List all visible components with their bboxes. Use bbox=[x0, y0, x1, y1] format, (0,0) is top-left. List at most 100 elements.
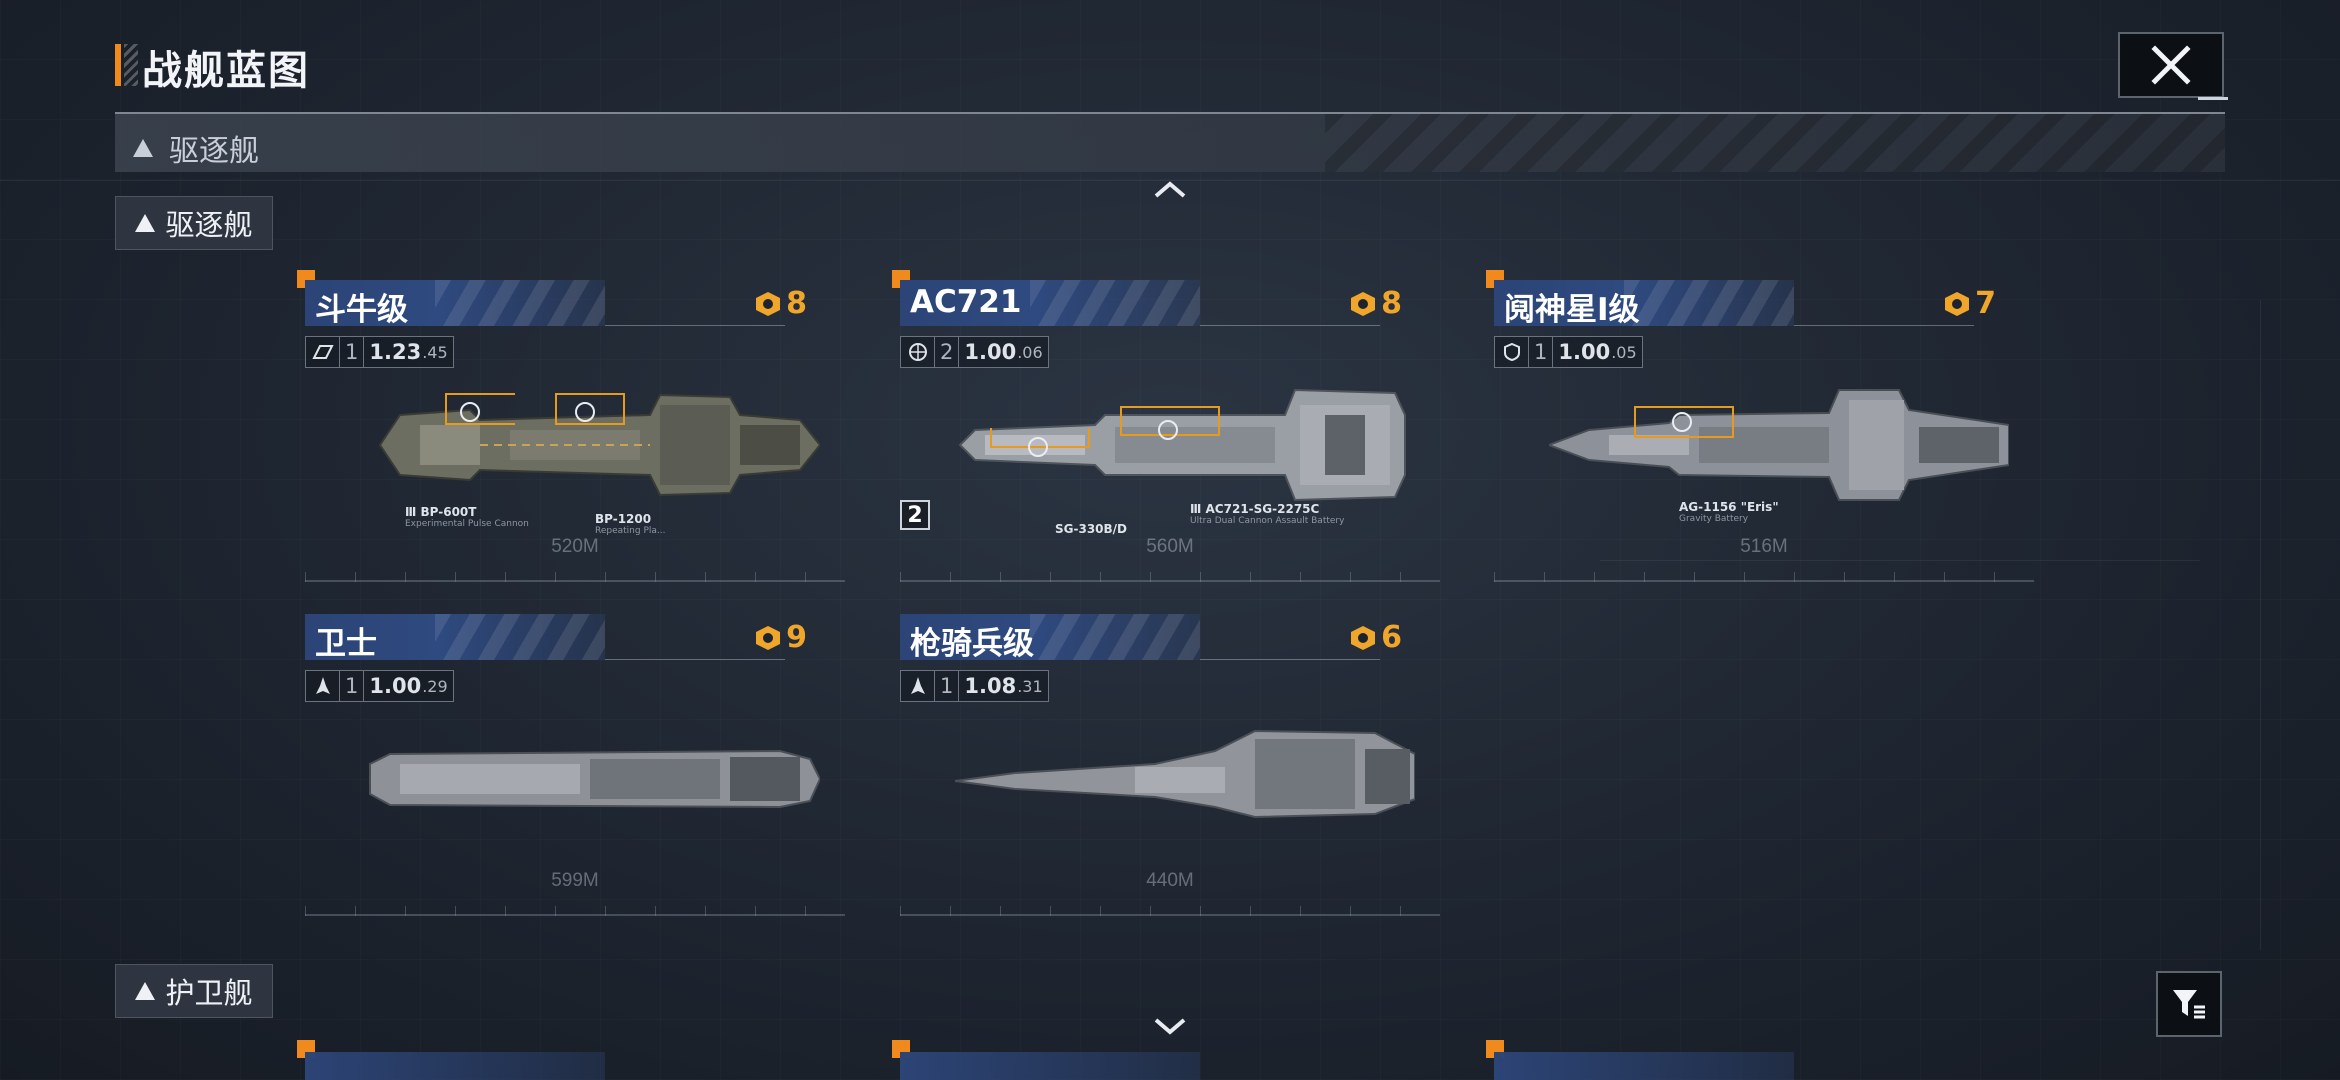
close-icon bbox=[2151, 45, 2191, 85]
chevron-down-icon[interactable] bbox=[1152, 1016, 1188, 1040]
ruler-ticks bbox=[305, 906, 845, 916]
close-button[interactable] bbox=[2118, 32, 2228, 100]
weapon-desc: Gravity Battery bbox=[1679, 514, 1749, 524]
bg-grid-line bbox=[1600, 560, 2200, 561]
weapon-code: AG-1156 "Eris" bbox=[1679, 500, 1779, 514]
weapon-marker[interactable] bbox=[460, 402, 480, 422]
command-point-icon bbox=[756, 625, 781, 650]
faction-icon bbox=[306, 337, 340, 367]
ship-name: AC721 bbox=[910, 284, 1022, 320]
ship-rating: 7 bbox=[1943, 286, 1996, 321]
blueprint-baseline bbox=[900, 580, 1440, 582]
ship-rating: 8 bbox=[1349, 286, 1402, 321]
weapon-marker[interactable] bbox=[1028, 437, 1048, 457]
ship-card[interactable]: 卫士 9 1 1.00.29 599M bbox=[305, 614, 845, 924]
ship-stat-sub: .06 bbox=[1017, 342, 1043, 362]
ship-name-bar: 阋神星I级 bbox=[1494, 280, 1794, 326]
weapon-desc: Experimental Pulse Cannon bbox=[405, 519, 529, 529]
ship-name: 阋神星I级 bbox=[1504, 292, 1640, 326]
ship-icon bbox=[306, 671, 340, 701]
ship-stat-main: 1.00 bbox=[964, 340, 1017, 364]
command-point-icon bbox=[1351, 625, 1376, 650]
weapon-marker[interactable] bbox=[575, 402, 595, 422]
ship-icon bbox=[901, 671, 935, 701]
ship-tier: 1 bbox=[340, 337, 365, 367]
ship-card[interactable]: 阋神星I级 7 1 1.00.05 AG-1156 "Eris" Gravity… bbox=[1486, 270, 2034, 590]
ship-name: 枪骑兵级 bbox=[910, 626, 1034, 660]
title-accent-stripes bbox=[124, 44, 138, 86]
weapon-marker[interactable] bbox=[1672, 412, 1692, 432]
ship-stat-value: 1.23.45 bbox=[364, 337, 452, 367]
ship-name: 斗牛级 bbox=[315, 292, 408, 326]
ship-tier: 1 bbox=[1529, 337, 1554, 367]
ship-rating-value: 9 bbox=[786, 620, 807, 655]
weapon-marker[interactable] bbox=[1158, 420, 1178, 440]
weapon-bracket bbox=[555, 393, 625, 425]
ship-stat-box: 1 1.00.05 bbox=[1494, 336, 1643, 368]
filter-button[interactable] bbox=[2156, 971, 2222, 1037]
ship-stat-value: 1.00.05 bbox=[1553, 337, 1641, 367]
ship-stat-sub: .29 bbox=[422, 676, 448, 696]
section-tag-destroyer[interactable]: 驱逐舰 bbox=[115, 196, 273, 250]
ship-stat-value: 1.00.06 bbox=[959, 337, 1047, 367]
weapon-bracket bbox=[1634, 406, 1734, 438]
close-button-corner bbox=[2198, 97, 2228, 100]
name-pointer-line bbox=[1200, 325, 1380, 326]
command-point-icon bbox=[756, 291, 781, 316]
weapon-code: BP-1200 bbox=[595, 512, 652, 526]
ship-stat-sub: .31 bbox=[1017, 676, 1043, 696]
weapon-bracket bbox=[445, 393, 515, 425]
ship-stat-main: 1.23 bbox=[369, 340, 422, 364]
command-point-icon bbox=[1945, 291, 1970, 316]
ship-rating: 8 bbox=[754, 286, 807, 321]
ship-stat-sub: .45 bbox=[422, 342, 448, 362]
ship-stat-box: 2 1.00.06 bbox=[900, 336, 1049, 368]
collapse-triangle-icon bbox=[133, 139, 153, 157]
category-dropdown[interactable]: 驱逐舰 bbox=[115, 112, 2225, 172]
ship-rating: 6 bbox=[1349, 620, 1402, 655]
collapse-triangle-icon bbox=[135, 982, 156, 1000]
section-tag-frigate[interactable]: 护卫舰 bbox=[115, 964, 273, 1018]
blueprint-baseline bbox=[305, 580, 845, 582]
weapon-code: Ⅲ AC721-SG-2275C bbox=[1190, 502, 1320, 516]
ship-name-bar: 卫士 bbox=[305, 614, 605, 660]
weapon-label: BP-1200 Repeating Pla... bbox=[595, 512, 665, 536]
ship-image bbox=[955, 729, 1415, 819]
ship-card[interactable]: 枪骑兵级 6 1 1.08.31 440M bbox=[900, 614, 1440, 924]
variant-badge: 2 bbox=[900, 500, 930, 530]
ship-name-bar-partial[interactable] bbox=[305, 1052, 605, 1080]
command-point-icon bbox=[1351, 291, 1376, 316]
ship-tier: 1 bbox=[935, 671, 960, 701]
ruler-ticks bbox=[900, 906, 1440, 916]
ship-name-bar-partial[interactable] bbox=[1494, 1052, 1794, 1080]
ship-name-bar: AC721 bbox=[900, 280, 1200, 326]
page-title: 战舰蓝图 bbox=[142, 48, 310, 94]
ship-card[interactable]: 斗牛级 8 1 1.23.45 Ⅲ BP-600T Experimental P… bbox=[297, 270, 845, 590]
ship-rating-value: 7 bbox=[1975, 286, 1996, 321]
blueprint-baseline bbox=[1494, 580, 2034, 582]
weapon-label: Ⅲ BP-600T Experimental Pulse Cannon bbox=[405, 505, 529, 529]
ship-length: 440M bbox=[1146, 870, 1194, 891]
ship-stat-value: 1.00.29 bbox=[364, 671, 452, 701]
ship-length: 599M bbox=[551, 870, 599, 891]
chevron-up-icon[interactable] bbox=[1152, 176, 1188, 200]
collapse-triangle-icon bbox=[135, 214, 156, 232]
name-pointer-line bbox=[605, 659, 785, 660]
ruler-ticks bbox=[900, 572, 1440, 582]
weapon-code: Ⅲ BP-600T bbox=[405, 505, 477, 519]
ship-stat-box: 1 1.08.31 bbox=[900, 670, 1049, 702]
ship-stat-value: 1.08.31 bbox=[959, 671, 1047, 701]
ship-length: 560M bbox=[1146, 536, 1194, 557]
ship-card[interactable]: AC721 8 2 1.00.06 2 SG-330B/D Ⅲ AC721-SG… bbox=[892, 270, 1440, 590]
weapon-label: SG-330B/D bbox=[1055, 522, 1127, 536]
ship-stat-box: 1 1.00.29 bbox=[305, 670, 454, 702]
category-dropdown-label: 驱逐舰 bbox=[169, 134, 259, 169]
ship-stat-main: 1.00 bbox=[1558, 340, 1611, 364]
weapon-desc: Repeating Pla... bbox=[595, 526, 666, 536]
blueprint-baseline bbox=[900, 914, 1440, 916]
ship-name-bar-partial[interactable] bbox=[900, 1052, 1200, 1080]
weapon-desc: Ultra Dual Cannon Assault Battery bbox=[1190, 516, 1345, 526]
ship-image bbox=[369, 749, 820, 809]
ship-stat-sub: .05 bbox=[1611, 342, 1637, 362]
weapon-label: AG-1156 "Eris" Gravity Battery bbox=[1679, 500, 1779, 524]
